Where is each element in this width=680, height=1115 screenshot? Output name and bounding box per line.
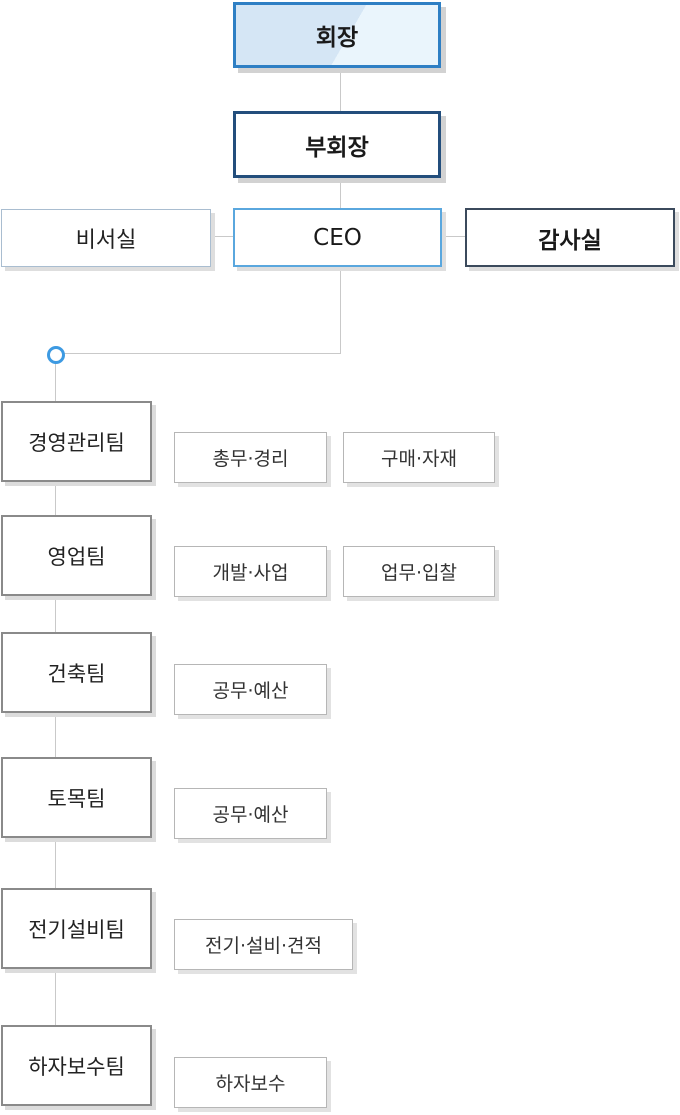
sub-unit: 개발·사업	[174, 546, 327, 597]
sub-unit: 전기·설비·견적	[174, 919, 353, 970]
sub-unit-label: 공무·예산	[212, 680, 289, 702]
sub-unit: 하자보수	[174, 1057, 327, 1108]
team-civil: 토목팀	[1, 757, 152, 838]
vice-chairman-box: 부회장	[233, 111, 441, 178]
audit-box: 감사실	[465, 208, 675, 267]
branch-node-dot	[47, 346, 65, 364]
sub-unit-label: 총무·경리	[212, 448, 289, 470]
team-defect-repair: 하자보수팀	[1, 1025, 152, 1106]
sub-unit: 공무·예산	[174, 664, 327, 715]
team-label: 건축팀	[47, 661, 106, 686]
connector-vice-ceo	[340, 178, 341, 210]
sub-unit: 공무·예산	[174, 788, 327, 839]
sub-unit-label: 업무·입찰	[381, 562, 457, 584]
team-architecture: 건축팀	[1, 632, 152, 713]
secretary-label: 비서실	[75, 228, 137, 253]
ceo-label: CEO	[313, 224, 362, 251]
sub-unit: 구매·자재	[343, 432, 495, 483]
team-label: 경영관리팀	[28, 430, 125, 455]
team-electrical: 전기설비팀	[1, 888, 152, 969]
audit-label: 감사실	[538, 227, 602, 254]
team-management: 경영관리팀	[1, 401, 152, 482]
connector-ceo-down	[340, 267, 341, 354]
vice-chairman-label: 부회장	[305, 134, 369, 161]
connector-ceo-audit	[442, 236, 466, 237]
chairman-box: 회장	[233, 2, 441, 68]
connector-secretary-ceo	[211, 236, 234, 237]
chairman-label: 회장	[315, 25, 359, 51]
connector-chairman-vice	[340, 68, 341, 112]
sub-unit-label: 개발·사업	[212, 562, 289, 584]
sub-unit: 업무·입찰	[343, 546, 495, 597]
sub-unit-label: 공무·예산	[212, 804, 289, 826]
sub-unit-label: 구매·자재	[381, 448, 457, 470]
team-label: 하자보수팀	[28, 1054, 125, 1079]
secretary-box: 비서실	[1, 209, 211, 267]
connector-horizontal-branch	[56, 353, 341, 354]
sub-unit: 총무·경리	[174, 432, 327, 483]
sub-unit-label: 전기·설비·견적	[205, 935, 322, 957]
ceo-box: CEO	[233, 208, 442, 267]
team-label: 토목팀	[47, 786, 106, 811]
sub-unit-label: 하자보수	[215, 1073, 286, 1095]
team-label: 전기설비팀	[28, 917, 125, 942]
team-label: 영업팀	[47, 544, 106, 569]
team-sales: 영업팀	[1, 515, 152, 596]
